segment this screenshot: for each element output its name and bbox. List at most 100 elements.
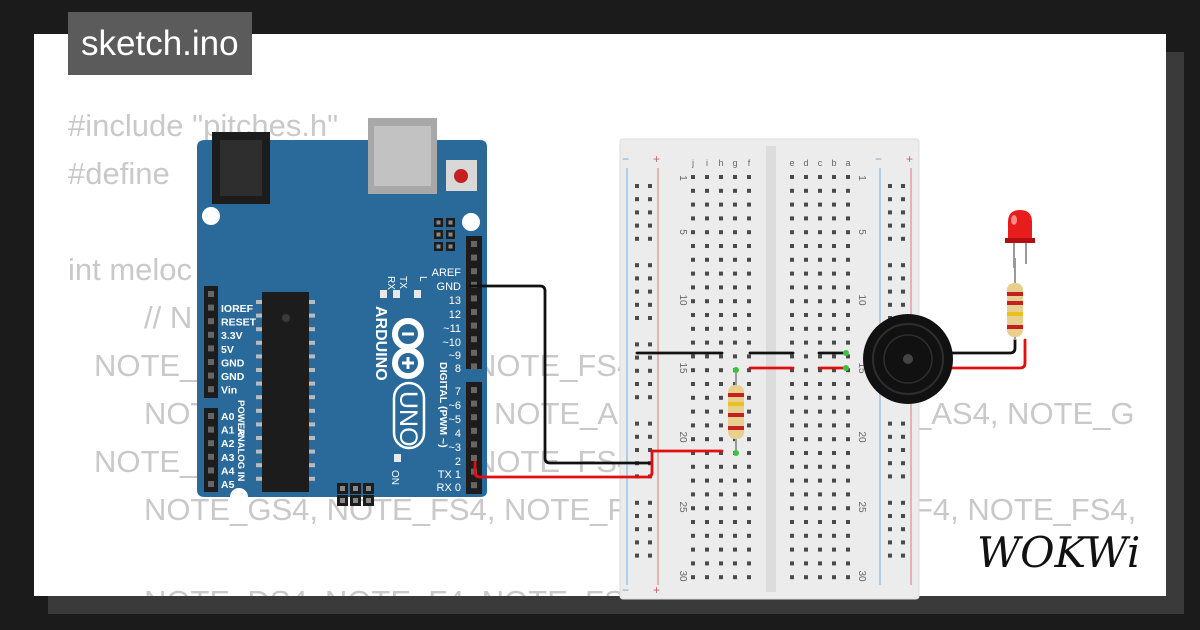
bb-col-label: d	[803, 158, 808, 168]
bb-hole	[705, 575, 709, 580]
header-pin[interactable]	[208, 386, 214, 393]
bb-hole	[846, 230, 850, 235]
bb-hole	[790, 464, 794, 469]
header-pin[interactable]	[471, 336, 477, 343]
header-pin[interactable]	[471, 254, 477, 261]
bb-hole	[747, 437, 751, 442]
bb-hole	[747, 409, 751, 414]
chip-leg	[256, 300, 262, 304]
header-pin[interactable]	[208, 318, 214, 325]
rail-hole	[888, 527, 892, 532]
bb-hole	[691, 520, 695, 524]
bb-hole	[733, 313, 737, 317]
rx-led	[380, 290, 387, 298]
bb-hole	[790, 520, 794, 524]
arduino-uno-board[interactable]: RX TX L ON ARDUINO UNO DIGITAL (PWM ~) P…	[197, 118, 487, 506]
bb-hole	[818, 423, 822, 428]
header-pin[interactable]	[208, 440, 214, 447]
bb-hole	[818, 533, 822, 538]
rail-hole	[888, 289, 892, 294]
bb-hole	[846, 533, 850, 538]
header-pin[interactable]	[471, 427, 477, 434]
chip-leg	[309, 340, 315, 345]
resistor[interactable]	[728, 367, 744, 456]
wire-pin2[interactable]	[473, 449, 724, 479]
chip-leg	[256, 313, 262, 318]
header-pin[interactable]	[208, 453, 214, 460]
header-pin[interactable]	[471, 455, 477, 461]
bb-hole	[818, 271, 822, 276]
bb-hole	[719, 271, 723, 276]
icsp-pin-contact	[436, 244, 441, 249]
rail-hole	[901, 263, 905, 268]
code-background: #include "pitches.h" #define int meloc /…	[34, 34, 1166, 597]
rail-hole	[901, 210, 905, 215]
bb-hole	[733, 492, 737, 497]
bb-hole	[705, 395, 709, 400]
header-pin[interactable]	[208, 345, 214, 352]
header-pin[interactable]	[208, 426, 214, 433]
wire-led-signal[interactable]	[898, 338, 1027, 370]
bb-hole	[832, 216, 836, 221]
rail-hole	[635, 263, 639, 268]
header-pin[interactable]	[208, 413, 214, 419]
bb-hole	[818, 464, 822, 469]
bb-hole	[747, 271, 751, 276]
power-pin-label: GND	[221, 357, 245, 369]
rail-hole	[901, 527, 905, 532]
bb-hole	[790, 299, 794, 304]
bb-hole	[691, 492, 695, 497]
piezo-buzzer[interactable]	[843, 314, 953, 404]
header-pin[interactable]	[471, 309, 477, 315]
chip-leg	[309, 408, 315, 413]
bb-hole	[747, 368, 751, 373]
header-pin[interactable]	[471, 441, 477, 448]
digital-pin-label: ~5	[448, 414, 461, 426]
red-led[interactable]	[1005, 210, 1035, 268]
rail-hole	[888, 553, 892, 558]
bb-hole	[832, 368, 836, 373]
bb-hole	[804, 202, 808, 207]
rail-hole	[635, 421, 639, 426]
header-pin[interactable]	[471, 387, 477, 393]
header-pin[interactable]	[471, 363, 477, 370]
sketch-title: sketch.ino	[68, 12, 252, 75]
bb-hole	[790, 326, 794, 331]
digital-pin-label: RX 0	[437, 482, 461, 494]
bb-hole	[832, 395, 836, 400]
header-pin[interactable]	[471, 349, 477, 356]
header-pin[interactable]	[208, 467, 214, 474]
rail-hole	[888, 500, 892, 505]
header-pin[interactable]	[208, 372, 214, 379]
header-pin[interactable]	[471, 482, 477, 489]
header-pin[interactable]	[208, 291, 214, 297]
bb-hole	[818, 451, 822, 455]
power-pin-label: 5V	[221, 344, 234, 356]
bb-hole	[790, 506, 794, 511]
bb-hole	[705, 464, 709, 469]
header-pin[interactable]	[471, 268, 477, 275]
chip-leg	[309, 422, 315, 427]
header-pin[interactable]	[471, 400, 477, 407]
bb-hole	[719, 561, 723, 566]
header-pin[interactable]	[471, 414, 477, 421]
header-pin[interactable]	[208, 481, 214, 487]
bb-hole	[790, 340, 794, 345]
bb-hole	[790, 244, 794, 248]
bb-hole	[733, 175, 737, 179]
header-pin[interactable]	[471, 241, 477, 247]
wire-gnd[interactable]	[468, 284, 652, 465]
bb-hole	[691, 299, 695, 304]
bb-hole	[818, 313, 822, 317]
bb-hole	[846, 175, 850, 179]
wire-led-gnd[interactable]	[898, 338, 1017, 355]
header-pin[interactable]	[208, 304, 214, 311]
header-pin[interactable]	[208, 359, 214, 365]
bb-hole	[747, 354, 751, 359]
header-pin[interactable]	[208, 331, 214, 338]
header-pin[interactable]	[471, 295, 477, 302]
bb-hole	[832, 451, 836, 455]
led-resistor[interactable]	[1007, 258, 1023, 340]
header-pin[interactable]	[471, 322, 477, 329]
bb-hole	[719, 409, 723, 414]
